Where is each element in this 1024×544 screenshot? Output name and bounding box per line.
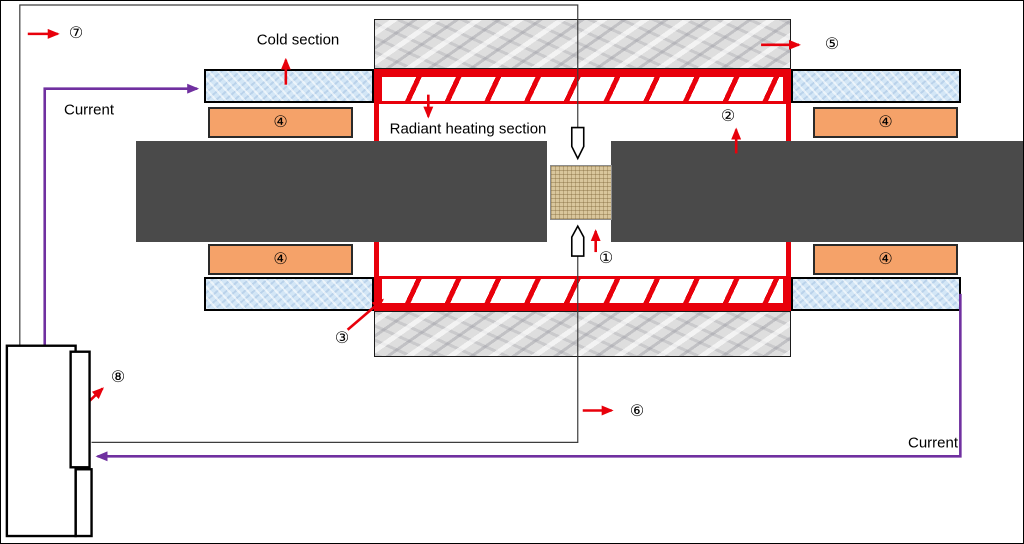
current-label-bottom: Current xyxy=(907,434,959,452)
power-supply-body xyxy=(5,344,77,538)
callout-7-label: ⑦ xyxy=(68,25,84,42)
insulation-block-bottom xyxy=(374,311,791,357)
current-wire-top xyxy=(43,83,200,346)
heater-block-top-right: ④ xyxy=(813,107,958,138)
heating-element-top xyxy=(379,74,786,104)
power-supply-base xyxy=(74,468,93,538)
callout-6-label: ⑥ xyxy=(629,403,645,420)
callout-8-label: ⑧ xyxy=(110,369,126,386)
callout-4-label: ④ xyxy=(878,250,893,268)
power-supply-panel xyxy=(69,350,91,469)
heating-element-bottom xyxy=(379,276,786,306)
insulation-block-top xyxy=(374,19,791,69)
specimen-rod-left xyxy=(136,141,547,242)
radiant-heating-label: Radiant heating section xyxy=(389,120,547,138)
arrow-callout-3 xyxy=(346,298,384,331)
thermocouple-wire-top xyxy=(19,4,579,346)
callout-4-label: ④ xyxy=(878,113,893,131)
heater-block-top-left: ④ xyxy=(208,107,353,138)
cooling-jacket-top-left xyxy=(204,69,374,103)
callout-4-label: ④ xyxy=(273,113,288,131)
thermocouple-top xyxy=(570,126,585,161)
specimen xyxy=(550,165,612,220)
heater-block-bottom-left: ④ xyxy=(208,244,353,275)
thermocouple-bottom xyxy=(570,224,585,257)
thermocouple-wire-bottom xyxy=(91,256,579,443)
cooling-jacket-bottom-left xyxy=(204,277,374,311)
current-wire-bottom xyxy=(95,293,962,462)
callout-3-label: ③ xyxy=(334,330,350,347)
cold-section-label: Cold section xyxy=(256,31,340,49)
callout-4-label: ④ xyxy=(273,250,288,268)
callout-5-label: ⑤ xyxy=(824,36,840,53)
callout-1-label: ① xyxy=(598,250,614,267)
heater-block-bottom-right: ④ xyxy=(813,244,958,275)
callout-2-label: ② xyxy=(720,108,736,125)
cooling-jacket-top-right xyxy=(791,69,961,103)
specimen-rod-right xyxy=(611,141,1023,242)
current-label-top: Current xyxy=(63,101,115,119)
cooling-jacket-bottom-right xyxy=(791,277,961,311)
